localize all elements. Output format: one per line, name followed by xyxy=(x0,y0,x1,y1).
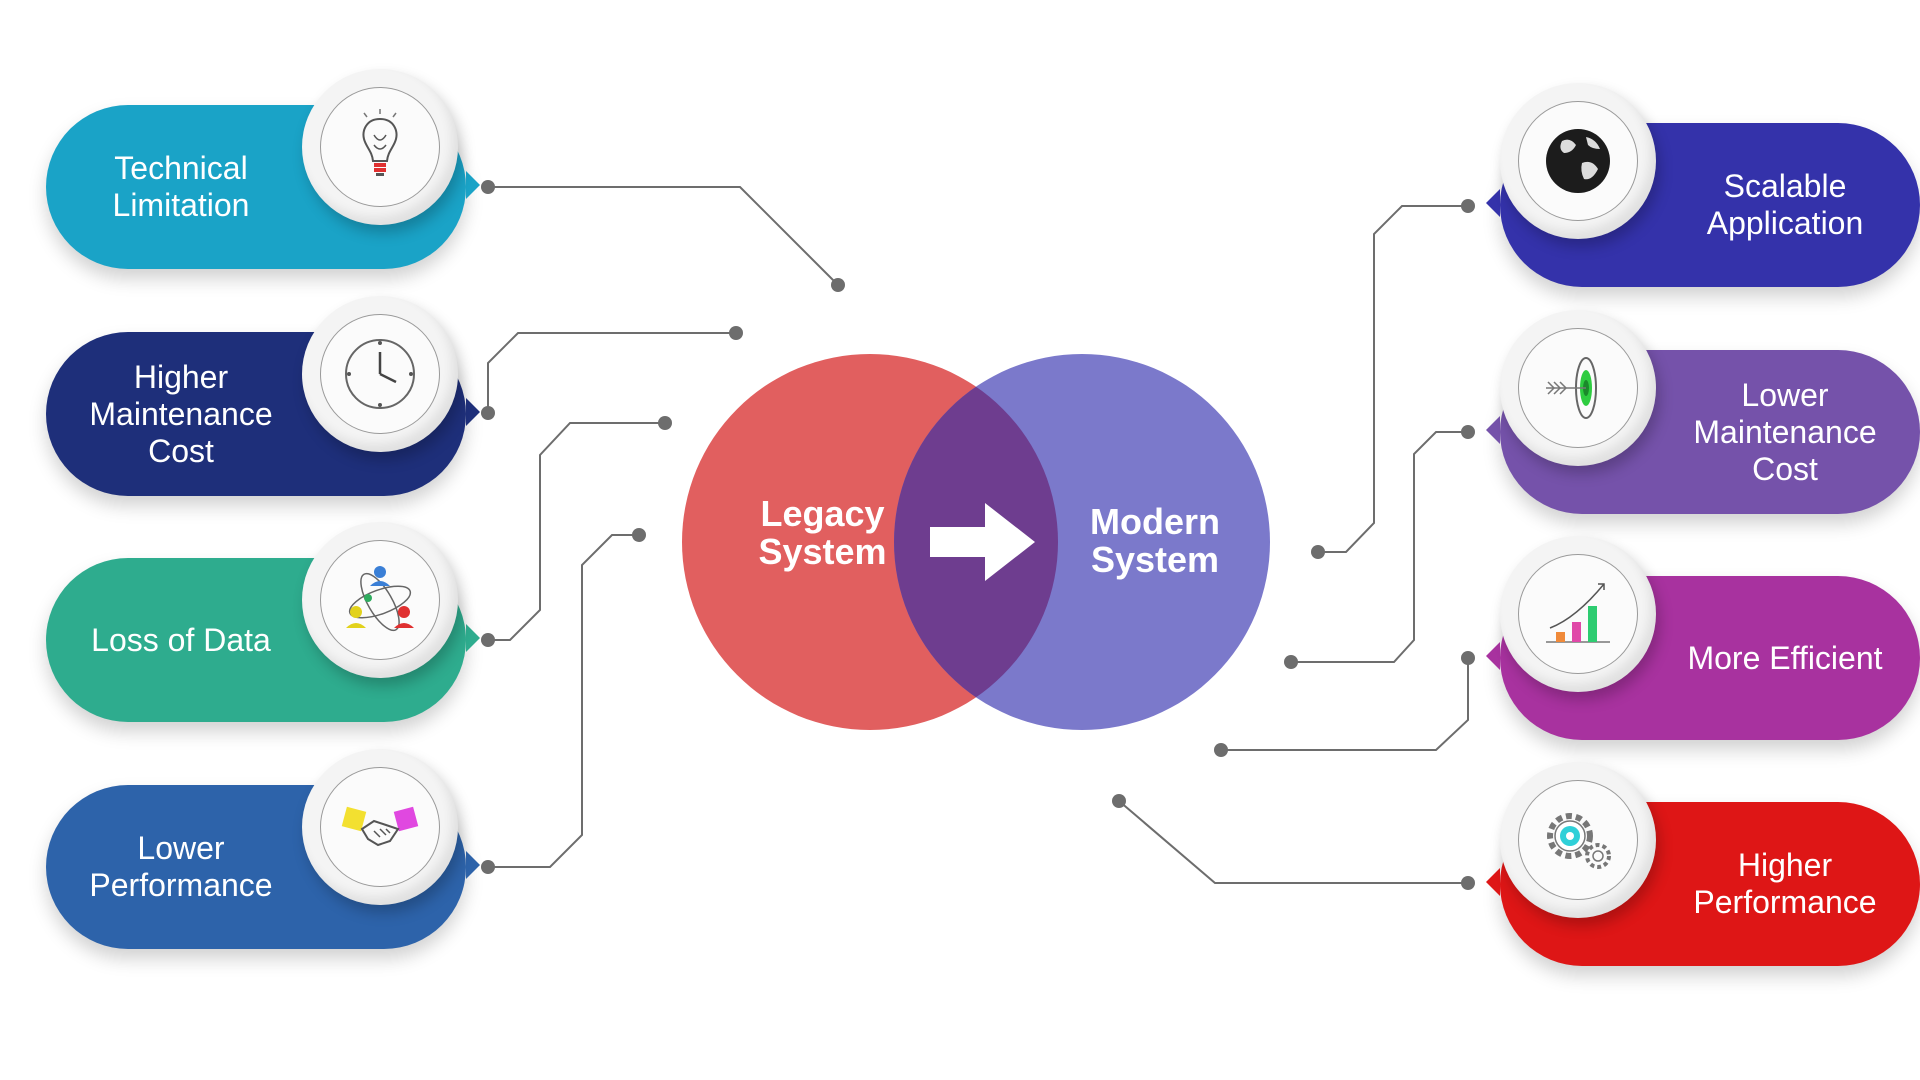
icon-badge xyxy=(1500,536,1656,692)
icon-badge xyxy=(302,522,458,678)
globe-icon xyxy=(1546,129,1610,193)
icon-badge xyxy=(1500,83,1656,239)
pill-pointer xyxy=(466,624,480,652)
legacy-system-label: Legacy System xyxy=(758,493,887,572)
growth-chart-icon xyxy=(1546,583,1610,643)
pill-pointer xyxy=(466,398,480,426)
technical-limitation-pill: Technical Limitation xyxy=(46,69,480,269)
arrow-right-icon xyxy=(930,503,1035,581)
more-efficient-pill: More Efficient xyxy=(1486,536,1920,740)
connector-dot xyxy=(481,180,495,194)
connector-line xyxy=(1118,800,1468,884)
pill-pointer xyxy=(1486,189,1500,217)
pill-pointer xyxy=(466,171,480,199)
icon-badge xyxy=(1500,762,1656,918)
connector-dot xyxy=(1461,199,1475,213)
target-icon xyxy=(1546,357,1597,419)
network-people-icon xyxy=(346,566,414,632)
connector-dot xyxy=(1214,743,1228,757)
connector-dot xyxy=(1311,545,1325,559)
pill-label: More Efficient xyxy=(1687,639,1883,676)
clock-icon xyxy=(345,339,415,409)
connector-line xyxy=(488,422,665,641)
pill-label: Higher Maintenance Cost xyxy=(89,358,273,469)
connector-line xyxy=(1318,205,1468,553)
connector-line xyxy=(488,186,839,286)
connector-dot xyxy=(729,326,743,340)
handshake-icon xyxy=(341,806,419,847)
pill-pointer xyxy=(1486,416,1500,444)
connector-dot xyxy=(1112,794,1126,808)
connector-dot xyxy=(1461,651,1475,665)
connector-dot xyxy=(658,416,672,430)
venn-overlap xyxy=(894,354,1058,730)
icon-badge xyxy=(302,296,458,452)
connector-dot xyxy=(632,528,646,542)
connector-dot xyxy=(1284,655,1298,669)
pill-label: Lower Performance xyxy=(89,830,273,903)
modern-system-label: Modern System xyxy=(1090,501,1220,580)
pill-pointer xyxy=(1486,642,1500,670)
icon-badge xyxy=(1500,310,1656,466)
pill-pointer xyxy=(466,851,480,879)
higher-performance-pill: Higher Performance xyxy=(1486,762,1920,966)
connector-line xyxy=(1291,431,1468,663)
connector-dot xyxy=(481,406,495,420)
loss-of-data-pill: Loss of Data xyxy=(46,522,480,722)
higher-maintenance-cost-pill: Higher Maintenance Cost xyxy=(46,296,480,496)
pill-label: Higher Performance xyxy=(1693,847,1877,920)
lower-performance-pill: Lower Performance xyxy=(46,749,480,949)
pill-label: Loss of Data xyxy=(91,621,271,658)
connector-dot xyxy=(481,633,495,647)
connector-dot xyxy=(1461,876,1475,890)
pill-label: Scalable Application xyxy=(1706,168,1864,241)
connector-line xyxy=(1221,658,1469,751)
icon-badge xyxy=(302,69,458,225)
pill-pointer xyxy=(1486,868,1500,896)
scalable-application-pill: Scalable Application xyxy=(1486,83,1920,287)
connector-dot xyxy=(1461,425,1475,439)
pill-label: Lower Maintenance Cost xyxy=(1693,376,1877,487)
connector-dot xyxy=(481,860,495,874)
lower-maintenance-cost-pill: Lower Maintenance Cost xyxy=(1486,310,1920,514)
connector-dot xyxy=(831,278,845,292)
icon-badge xyxy=(302,749,458,905)
gears-icon xyxy=(1547,813,1611,869)
pill-label: Technical Limitation xyxy=(112,150,250,223)
lightbulb-icon xyxy=(362,109,398,176)
connector-line xyxy=(487,332,736,413)
connector-line xyxy=(488,534,639,868)
